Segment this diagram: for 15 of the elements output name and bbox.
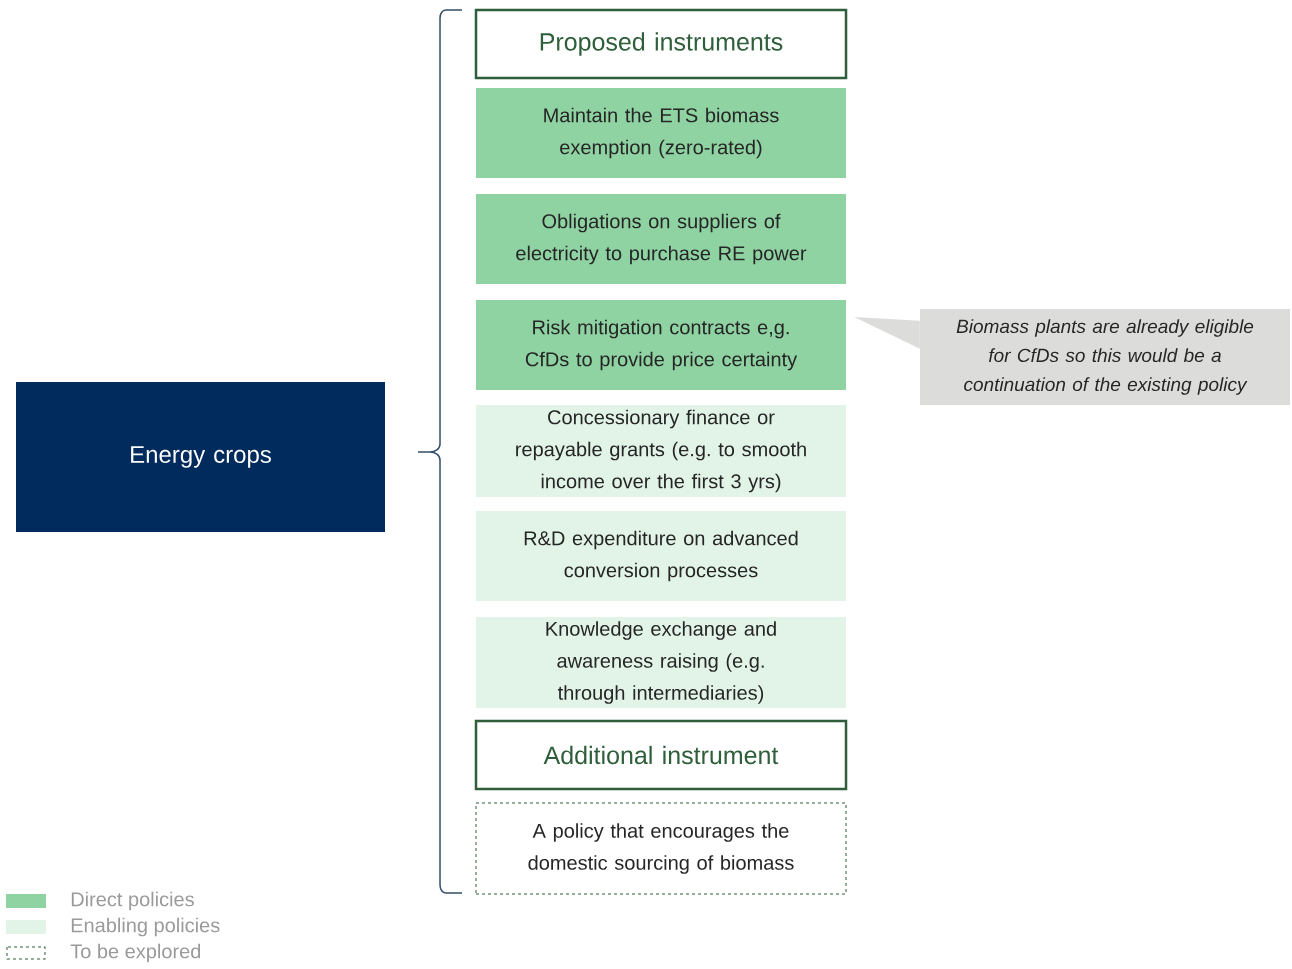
policy-box: Maintain the ETS biomass exemption (zero-rated) xyxy=(476,88,846,178)
policy-box: Obligations on suppliers of electricity to purchase RE power xyxy=(476,194,846,284)
policy-box: Risk mitigation contracts e,g. CfDs to provide price certainty xyxy=(476,300,846,390)
title-box: Energy crops xyxy=(16,382,385,532)
legend-label: Enabling policies xyxy=(71,917,220,937)
section-header-box: Additional instrument xyxy=(474,719,848,791)
policy-box: Concessionary finance or repayable grants (e.g. to smooth income over the first 3 yrs) xyxy=(476,405,846,497)
policy-box: A policy that encourages the domestic sourcing of biomass xyxy=(475,802,847,895)
callout-box: Biomass plants are already eligible for CfDs so this would be a continuation of the existing policy xyxy=(920,309,1290,405)
section-header-box: Proposed instruments xyxy=(474,8,848,80)
policy-box: R&D expenditure on advanced conversion processes xyxy=(476,511,846,601)
policy-box: Knowledge exchange and awareness raising (e.g. through intermediaries) xyxy=(476,617,846,708)
callout-pointer xyxy=(854,317,920,349)
legend-label: To be explored xyxy=(70,943,201,963)
legend-label: Direct policies xyxy=(71,891,194,911)
